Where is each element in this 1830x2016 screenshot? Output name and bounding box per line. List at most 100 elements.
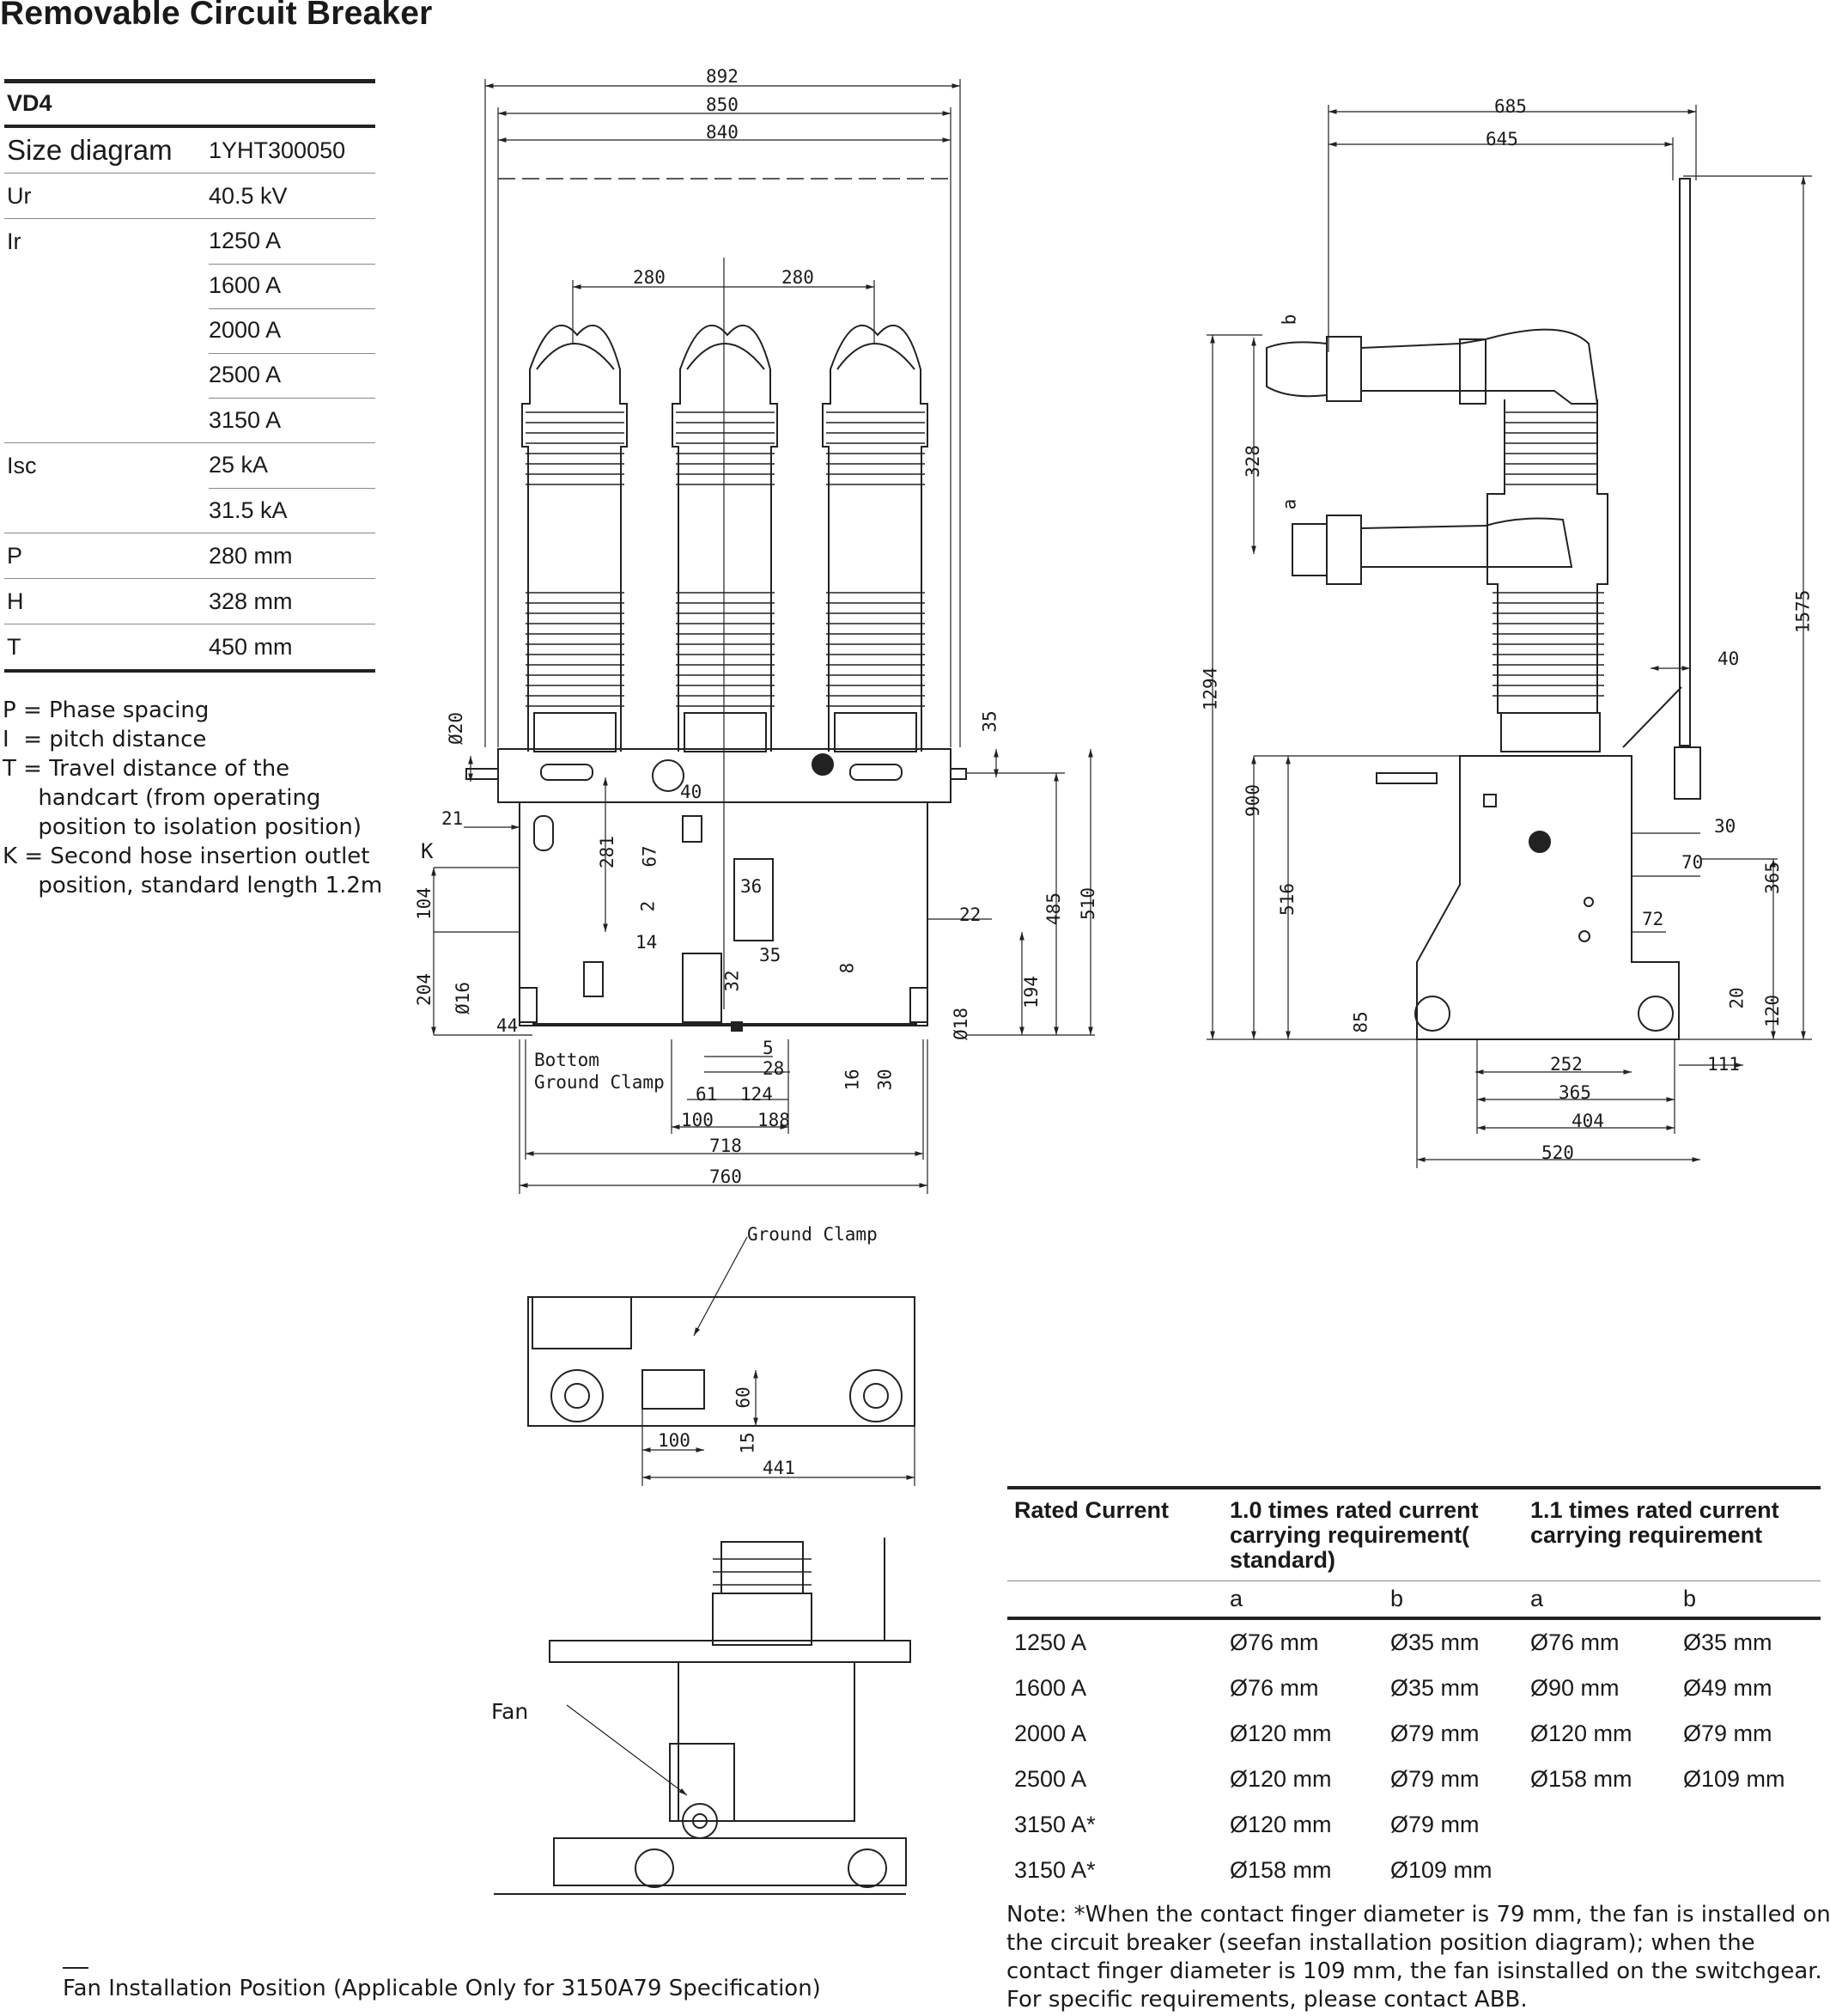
cell: Ø79 mm [1390,1766,1480,1792]
table-row: 3150 A* Ø158 mm Ø109 mm [1007,1848,1821,1893]
spec-value: 450 mm [209,633,293,660]
current-table: Rated Current 1.0 times rated current ca… [1007,1486,1821,1893]
dim-label: 100 [658,1430,690,1451]
dim-label: 441 [763,1458,795,1478]
dim-label: 70 [1681,852,1704,873]
dim-label: 1575 [1792,589,1814,634]
spec-value: 1600 A [209,264,375,309]
current-table-header: Rated Current 1.0 times rated current ca… [1007,1489,1821,1581]
spec-key: Isc [7,452,37,478]
dim-label: 32 [721,970,743,992]
dim-label: 840 [706,122,739,143]
dim-label: 15 [737,1432,758,1454]
fan-caption: Fan Installation Position (Applicable On… [63,1976,821,2001]
cell: Ø158 mm [1530,1766,1632,1792]
cell: Ø120 mm [1230,1766,1332,1792]
table-row: 1600 A Ø76 mm Ø35 mm Ø90 mm Ø49 mm [1007,1666,1821,1711]
dim-label: 365 [1761,862,1783,894]
dim-label: 104 [413,887,435,920]
dim-label: Ø16 [452,982,473,1014]
bottom-clamp-label: Ground Clamp [534,1072,665,1093]
spec-row: 1600 A [4,264,375,309]
cell: Ø120 mm [1230,1721,1332,1746]
dim-label: 60 [733,1386,754,1409]
dim-label: 8 [836,962,858,974]
dim-label: Ø20 [445,712,466,745]
spec-value: 25 kA [209,443,375,489]
dim-label: 14 [635,932,658,953]
dim-label: 72 [1642,909,1664,929]
spec-value: 31.5 kA [209,496,288,523]
dim-label: 5 [763,1038,774,1058]
side-view-drawing [1207,105,1812,1168]
dim-label: b [1279,314,1300,326]
legend-line: K = Second hose insertion outlet [3,844,370,869]
dim-label: Ø18 [950,1008,971,1040]
spec-value: 2000 A [209,308,375,354]
dim-label: 21 [441,808,464,829]
dim-label: 20 [1726,987,1748,1009]
sub-b: b [1683,1586,1697,1611]
spec-key: P [7,542,23,569]
spec-row: 3150 A [4,398,375,443]
dim-label: 44 [496,1015,519,1036]
cell: Ø76 mm [1230,1675,1319,1701]
table-row: 2500 A Ø120 mm Ø79 mm Ø158 mm Ø109 mm [1007,1757,1821,1802]
bottom-clamp-label: Bottom [534,1050,599,1070]
dim-label: 718 [709,1136,742,1156]
cell: Ø79 mm [1390,1721,1480,1746]
dim-label: K [421,839,434,863]
dim-label: 252 [1550,1054,1583,1075]
spec-row: Isc 25 kA [4,443,375,489]
dim-label: 35 [759,945,781,965]
dim-label: 100 [681,1110,714,1130]
dim-label: 85 [1350,1011,1371,1033]
spec-row: 31.5 kA [4,488,375,533]
spec-value: 280 mm [209,542,293,569]
cell: Ø79 mm [1683,1721,1772,1746]
dim-label: 120 [1761,995,1783,1027]
dim-label: 124 [740,1084,773,1105]
cell: Ø49 mm [1683,1675,1772,1701]
dim-label: 280 [781,267,814,288]
dim-label: 40 [680,782,702,802]
spec-value: 1250 A [209,219,375,265]
cell: Ø35 mm [1683,1629,1772,1655]
dim-label: 16 [842,1069,863,1091]
dim-label: 685 [1494,96,1527,117]
spec-key: H [7,588,24,614]
legend-line: position to isolation position) [3,814,362,840]
cell: Ø35 mm [1390,1629,1480,1655]
sub-a: a [1530,1586,1544,1611]
legend-line: P = Phase spacing [3,697,210,723]
dim-label: 36 [740,876,763,897]
dim-label: 404 [1572,1111,1604,1131]
dim-label: 328 [1242,445,1263,478]
dim-label: 485 [1043,892,1064,925]
dim-label: 900 [1242,784,1263,817]
front-view-drawing [431,79,1095,1194]
spec-row: P 280 mm [4,533,375,579]
page-title: Removable Circuit Breaker [0,0,433,32]
dim-label: 892 [706,66,739,87]
cell: Ø120 mm [1230,1812,1332,1837]
dim-label: 516 [1276,883,1298,916]
dim-label: 30 [874,1069,896,1091]
dim-label: 1294 [1200,667,1221,711]
dim-label: 30 [1714,816,1736,837]
legend: P = Phase spacing I = pitch distance T =… [3,696,382,900]
cell: Ø109 mm [1390,1857,1493,1883]
cell: Ø76 mm [1530,1629,1620,1655]
legend-line: position, standard length 1.2m [3,873,383,898]
spec-header: VD4 [4,83,375,128]
cell: Ø90 mm [1530,1675,1620,1701]
spec-value: 3150 A [209,406,282,433]
cell: 1250 A [1014,1629,1087,1655]
cell: Ø109 mm [1683,1766,1785,1792]
dim-label: 204 [413,973,435,1006]
cell: 2000 A [1014,1721,1087,1746]
